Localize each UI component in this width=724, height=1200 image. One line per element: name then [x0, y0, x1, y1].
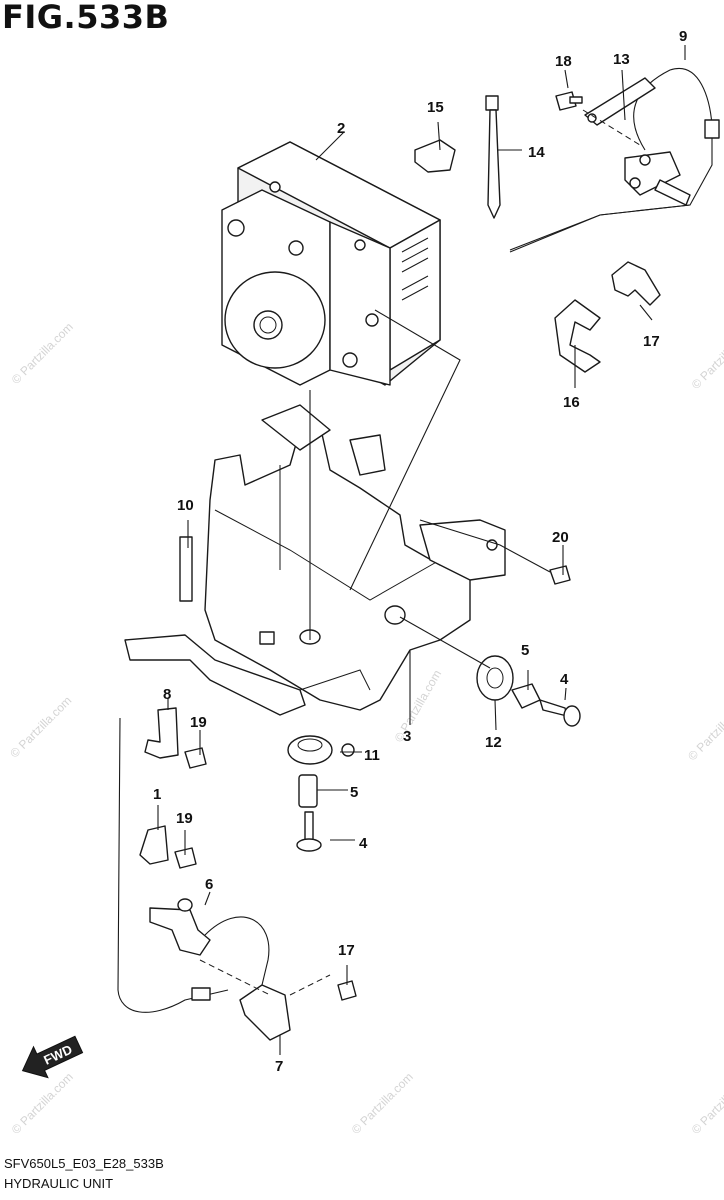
collar-part-5-lower[interactable] — [298, 774, 318, 808]
callout-9: 9 — [679, 28, 687, 45]
clamp-part-16[interactable] — [554, 299, 601, 373]
callout-15: 15 — [427, 99, 444, 116]
clamp-part-15[interactable] — [414, 139, 456, 173]
clamp-part-17-upper[interactable] — [611, 261, 661, 306]
leader-lines — [157, 45, 686, 1055]
watermark-text: © Partzilla.com — [392, 667, 445, 744]
bolt-part-19-upper[interactable] — [184, 747, 207, 769]
clip-part-8[interactable] — [144, 707, 179, 759]
grommet-lower[interactable] — [287, 735, 333, 765]
figure-code: SFV650L5_E03_E28_533B — [4, 1156, 164, 1171]
callout-13: 13 — [613, 51, 630, 68]
callout-4-lower: 4 — [359, 835, 368, 852]
bolt-part-4-lower[interactable] — [296, 811, 322, 852]
watermarks: © Partzilla.com © Partzilla.com © Partzi… — [7, 311, 724, 1137]
callout-17-upper: 17 — [643, 333, 660, 350]
pad-part-10[interactable] — [179, 536, 193, 602]
fwd-arrow: FWD — [21, 1035, 84, 1079]
sensor-bracket-part-13[interactable] — [584, 77, 656, 126]
cable-tie-part-14[interactable] — [485, 95, 501, 219]
sensor-wire — [117, 717, 229, 1013]
callout-16: 16 — [563, 394, 580, 411]
callout-1: 1 — [153, 786, 161, 803]
bolt-part-20[interactable] — [549, 565, 571, 585]
bolt-part-18[interactable] — [555, 91, 583, 111]
callout-14: 14 — [528, 144, 545, 161]
callout-19-lower: 19 — [176, 810, 193, 827]
callout-12: 12 — [485, 734, 502, 751]
nut-part-11[interactable] — [341, 743, 355, 757]
callout-3: 3 — [403, 728, 411, 745]
watermark-text: © Partzilla.com — [9, 320, 76, 387]
figure-title: FIG.533B — [2, 0, 170, 36]
wire-connector[interactable] — [191, 987, 211, 1001]
watermark-text: © Partzilla.com — [689, 325, 724, 392]
callout-11: 11 — [364, 747, 380, 764]
clip-part-1[interactable] — [139, 825, 169, 865]
watermark-text: © Partzilla.com — [349, 1070, 416, 1137]
grommet-part-12[interactable] — [476, 655, 514, 701]
watermark-text: © Partzilla.com — [9, 1070, 76, 1137]
speed-sensor-part-9[interactable] — [509, 67, 720, 253]
callout-20: 20 — [552, 529, 569, 546]
sensor-part-6[interactable] — [149, 898, 270, 986]
clamp-part-7[interactable] — [239, 984, 291, 1041]
callout-6: 6 — [205, 876, 213, 893]
callout-7: 7 — [275, 1058, 283, 1075]
hydraulic-unit-part-2[interactable] — [221, 141, 441, 386]
watermark-text: © Partzilla.com — [685, 696, 724, 763]
callout-8: 8 — [163, 686, 171, 703]
callout-17-lower: 17 — [338, 942, 355, 959]
bolt-part-4-right[interactable] — [539, 699, 581, 727]
callout-18: 18 — [555, 53, 572, 70]
callout-19-upper: 19 — [190, 714, 207, 731]
callout-10: 10 — [177, 497, 194, 514]
bolt-part-19-lower[interactable] — [174, 847, 197, 869]
watermark-text: © Partzilla.com — [689, 1070, 724, 1137]
figure-name: HYDRAULIC UNIT — [4, 1176, 114, 1191]
watermark-text: © Partzilla.com — [7, 693, 74, 760]
callout-5-right: 5 — [521, 642, 529, 659]
callout-2: 2 — [337, 120, 345, 137]
collar-part-5-right[interactable] — [511, 683, 541, 709]
callout-5-lower: 5 — [350, 784, 358, 801]
callout-4-right: 4 — [560, 671, 569, 688]
callouts: 2 3 4 4 5 5 1 6 7 8 9 10 11 12 13 14 15 … — [153, 28, 687, 1075]
bracket-part-3[interactable] — [124, 404, 506, 716]
